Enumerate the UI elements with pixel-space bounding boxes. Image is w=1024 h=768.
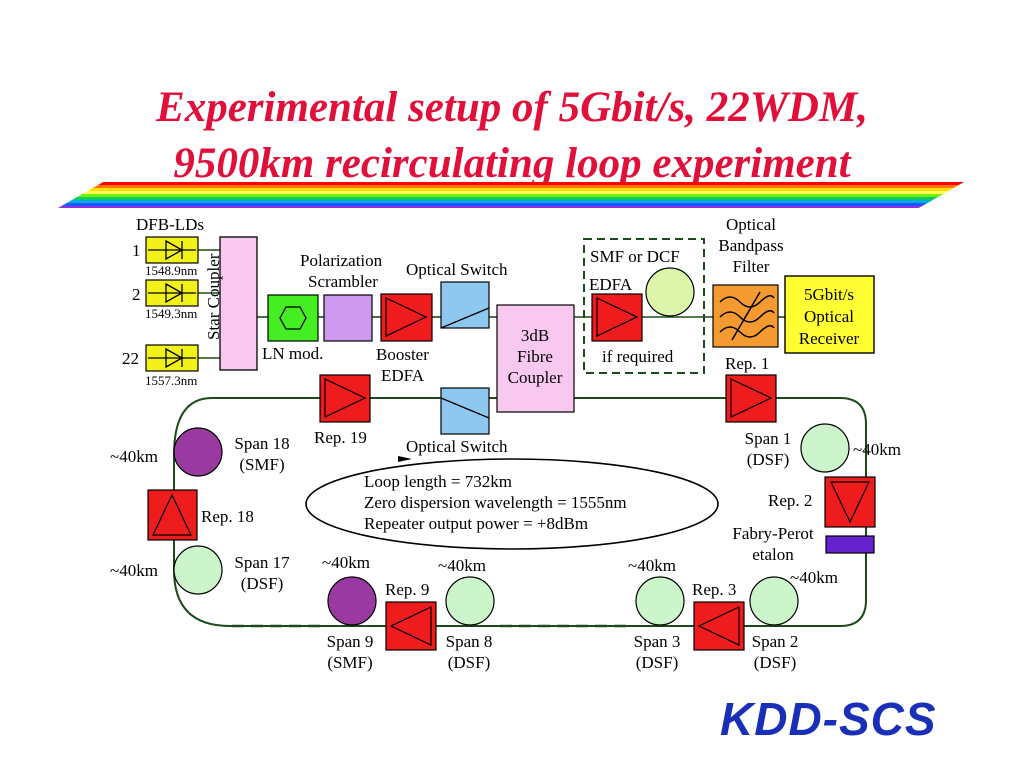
loop-info-1: Loop length = 732km bbox=[364, 472, 512, 491]
rep1-label: Rep. 1 bbox=[725, 354, 769, 373]
span3-label-2: (DSF) bbox=[636, 653, 679, 672]
ln-mod-label: LN mod. bbox=[262, 344, 323, 363]
booster-edfa-label-1: Booster bbox=[376, 345, 429, 364]
booster-edfa-label-2: EDFA bbox=[381, 366, 425, 385]
kdd-scs-logo: KDD-SCS bbox=[720, 693, 937, 745]
span9-fiber bbox=[327, 576, 377, 626]
receiver-label-2: Optical bbox=[804, 307, 854, 326]
laser-22 bbox=[145, 344, 199, 372]
span18-label-1: Span 18 bbox=[234, 434, 289, 453]
dfb-label: DFB-LDs bbox=[136, 215, 204, 234]
distance-span1: ~40km bbox=[853, 440, 901, 459]
rep2-label: Rep. 2 bbox=[768, 491, 812, 510]
receiver-label-3: Receiver bbox=[799, 329, 860, 348]
star-coupler bbox=[219, 236, 258, 371]
obf-label-3: Filter bbox=[733, 257, 770, 276]
optical-switch-top bbox=[440, 281, 490, 329]
span18-label-2: (SMF) bbox=[239, 455, 284, 474]
repeater-1 bbox=[725, 374, 777, 423]
laser-1-index: 1 bbox=[132, 241, 141, 260]
laser-2 bbox=[145, 279, 199, 307]
distance-span17: ~40km bbox=[110, 561, 158, 580]
span3-fiber bbox=[635, 576, 685, 626]
distance-span18: ~40km bbox=[110, 447, 158, 466]
span8-label-1: Span 8 bbox=[446, 632, 493, 651]
rx-edfa bbox=[591, 293, 643, 342]
span8-label-2: (DSF) bbox=[448, 653, 491, 672]
repeater-18 bbox=[147, 489, 198, 541]
fabry-perot-label-1: Fabry-Perot bbox=[732, 524, 813, 543]
if-required-label: if required bbox=[602, 347, 674, 366]
fibre-coupler-label-2: Fibre bbox=[517, 347, 553, 366]
span2-fiber bbox=[749, 576, 799, 626]
repeater-3 bbox=[693, 601, 745, 651]
star-coupler-label: Star Coupler bbox=[204, 253, 223, 340]
polarization-scrambler bbox=[323, 294, 373, 342]
rep9-label: Rep. 9 bbox=[385, 580, 429, 599]
fibre-coupler bbox=[496, 304, 575, 413]
span9-label-2: (SMF) bbox=[327, 653, 372, 672]
booster-edfa bbox=[380, 293, 433, 342]
fibre-coupler-label-1: 3dB bbox=[521, 326, 549, 345]
laser-2-index: 2 bbox=[132, 285, 141, 304]
optical-receiver bbox=[784, 275, 875, 354]
repeater-19 bbox=[319, 374, 371, 423]
loop-fiber bbox=[173, 397, 867, 627]
distance-span8: ~40km bbox=[438, 556, 486, 575]
distance-span9: ~40km bbox=[322, 553, 370, 572]
span2-label-2: (DSF) bbox=[754, 653, 797, 672]
title-line-2: 9500km recirculating loop experiment bbox=[173, 140, 851, 187]
optical-bandpass-filter bbox=[712, 284, 779, 348]
laser-1 bbox=[145, 236, 199, 264]
tx-fiber bbox=[198, 249, 785, 399]
laser-22-index: 22 bbox=[122, 349, 139, 368]
span17-fiber bbox=[173, 545, 223, 595]
loop-info-2: Zero dispersion wavelength = 1555nm bbox=[364, 493, 627, 512]
receiver-label-1: 5Gbit/s bbox=[804, 285, 854, 304]
distance-span2: ~40km bbox=[790, 568, 838, 587]
fibre-coupler-label-3: Coupler bbox=[508, 368, 563, 387]
title-line-1: Experimental setup of 5Gbit/s, 22WDM, bbox=[156, 84, 868, 131]
laser-22-wavelength: 1557.3nm bbox=[145, 373, 197, 388]
span17-label-2: (DSF) bbox=[241, 574, 284, 593]
loop-info-3: Repeater output power = +8dBm bbox=[364, 514, 588, 533]
fabry-perot-etalon bbox=[825, 535, 875, 554]
span2-label-1: Span 2 bbox=[752, 632, 799, 651]
rainbow-divider bbox=[58, 182, 964, 208]
fabry-perot-label-2: etalon bbox=[752, 545, 794, 564]
optical-switch-top-label: Optical Switch bbox=[406, 260, 508, 279]
span3-label-1: Span 3 bbox=[634, 632, 681, 651]
optical-switch-bottom bbox=[440, 387, 490, 435]
obf-label-2: Bandpass bbox=[718, 236, 783, 255]
page-title: Experimental setup of 5Gbit/s, 22WDM, 95… bbox=[0, 80, 1024, 192]
span18-fiber bbox=[173, 427, 223, 477]
span1-label-2: (DSF) bbox=[747, 450, 790, 469]
rep19-label: Rep. 19 bbox=[314, 428, 367, 447]
polarization-scrambler-label-1: Polarization bbox=[300, 251, 383, 270]
span17-label-1: Span 17 bbox=[234, 553, 290, 572]
polarization-scrambler-label-2: Scrambler bbox=[308, 272, 378, 291]
rep18-label: Rep. 18 bbox=[201, 507, 254, 526]
laser-2-wavelength: 1549.3nm bbox=[145, 306, 197, 321]
repeater-2 bbox=[824, 476, 876, 528]
span8-fiber bbox=[445, 576, 495, 626]
optical-switch-bottom-label: Optical Switch bbox=[406, 437, 508, 456]
distance-span3: ~40km bbox=[628, 556, 676, 575]
obf-label-1: Optical bbox=[726, 215, 776, 234]
dcf-fiber-coil bbox=[645, 267, 695, 317]
rep3-label: Rep. 3 bbox=[692, 580, 736, 599]
span9-label-1: Span 9 bbox=[327, 632, 374, 651]
ln-modulator bbox=[267, 294, 319, 342]
loop-direction-arrow bbox=[398, 456, 412, 462]
optional-dcf-box bbox=[583, 238, 705, 374]
repeater-9 bbox=[385, 601, 437, 651]
rx-edfa-label: EDFA bbox=[589, 275, 633, 294]
laser-1-wavelength: 1548.9nm bbox=[145, 263, 197, 278]
loop-info-ellipse bbox=[305, 458, 719, 550]
span1-label-1: Span 1 bbox=[745, 429, 792, 448]
span1-fiber bbox=[800, 423, 850, 473]
smf-or-dcf-label: SMF or DCF bbox=[590, 247, 680, 266]
